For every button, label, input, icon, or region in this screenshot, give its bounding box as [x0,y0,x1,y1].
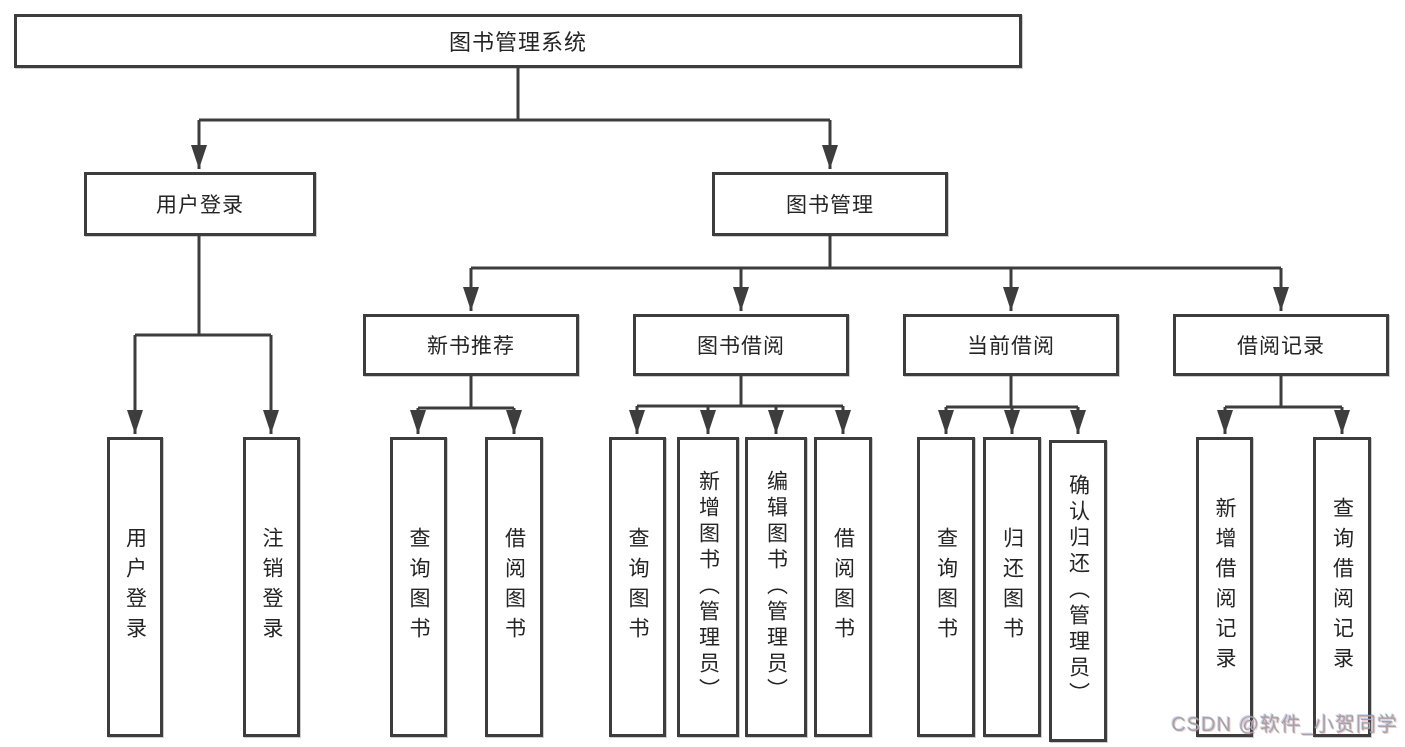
leaf-borrow-borrow-book: 借阅图书 [814,437,872,737]
leaf-confirm-return-admin: 确认归还（管理员） [1049,440,1107,742]
node-current-borrow: 当前借阅 [903,314,1119,376]
leaf-return-book-label: 归还图书 [1000,527,1024,647]
node-borrow-records: 借阅记录 [1173,314,1389,376]
leaf-user-login: 用户登录 [107,437,163,737]
leaf-edit-book-admin: 编辑图书（管理员） [745,437,807,737]
node-borrow-records-label: 借阅记录 [1237,335,1325,358]
node-book-borrow-label: 图书借阅 [697,335,785,358]
leaf-newbook-query-book: 查询图书 [390,437,447,737]
root-to-level2-connectors [191,68,838,169]
leaf-query-borrow-record: 查询借阅记录 [1313,437,1371,737]
leaf-borrow-borrow-book-label: 借阅图书 [831,527,855,647]
leaf-user-login-label: 用户登录 [123,527,147,647]
node-new-book-recommend-label: 新书推荐 [427,335,515,358]
node-user-login: 用户登录 [84,172,316,236]
node-root-label: 图书管理系统 [448,30,587,55]
leaf-add-book-admin: 新增图书（管理员） [677,437,739,737]
leaf-borrow-query-book: 查询图书 [609,437,666,737]
leaf-add-borrow-record-label: 新增借阅记录 [1213,497,1236,677]
leaf-current-query-book-label: 查询图书 [934,527,958,647]
node-new-book-recommend: 新书推荐 [363,314,579,376]
user-login-connectors [127,236,279,434]
csdn-watermark: CSDN @软件_小贺同学 [1171,714,1398,736]
leaf-logout: 注销登录 [243,437,300,737]
leaf-newbook-query-book-label: 查询图书 [407,527,430,647]
leaf-add-book-admin-label: 新增图书（管理员） [696,470,720,704]
leaf-confirm-return-admin-label: 确认归还（管理员） [1066,474,1090,708]
node-book-management: 图书管理 [712,172,948,236]
node-root: 图书管理系统 [14,14,1022,68]
leaf-logout-label: 注销登录 [260,527,283,647]
borrow-records-connectors [1217,376,1350,434]
leaf-query-borrow-record-label: 查询借阅记录 [1330,497,1354,677]
leaf-newbook-borrow-book: 借阅图书 [485,437,543,737]
leaf-newbook-borrow-book-label: 借阅图书 [502,527,526,647]
leaf-return-book: 归还图书 [983,437,1041,737]
node-book-borrow: 图书借阅 [633,314,849,376]
leaf-current-query-book: 查询图书 [917,437,975,737]
book-borrow-connectors [629,376,851,434]
new-book-connectors [410,376,522,434]
book-management-connectors [463,236,1289,311]
leaf-borrow-query-book-label: 查询图书 [626,527,649,647]
leaf-edit-book-admin-label: 编辑图书（管理员） [764,470,788,704]
leaf-add-borrow-record: 新增借阅记录 [1196,437,1253,737]
node-current-borrow-label: 当前借阅 [967,335,1055,358]
node-book-management-label: 图书管理 [786,194,874,217]
current-borrow-connectors [938,376,1086,434]
node-user-login-label: 用户登录 [156,194,244,217]
